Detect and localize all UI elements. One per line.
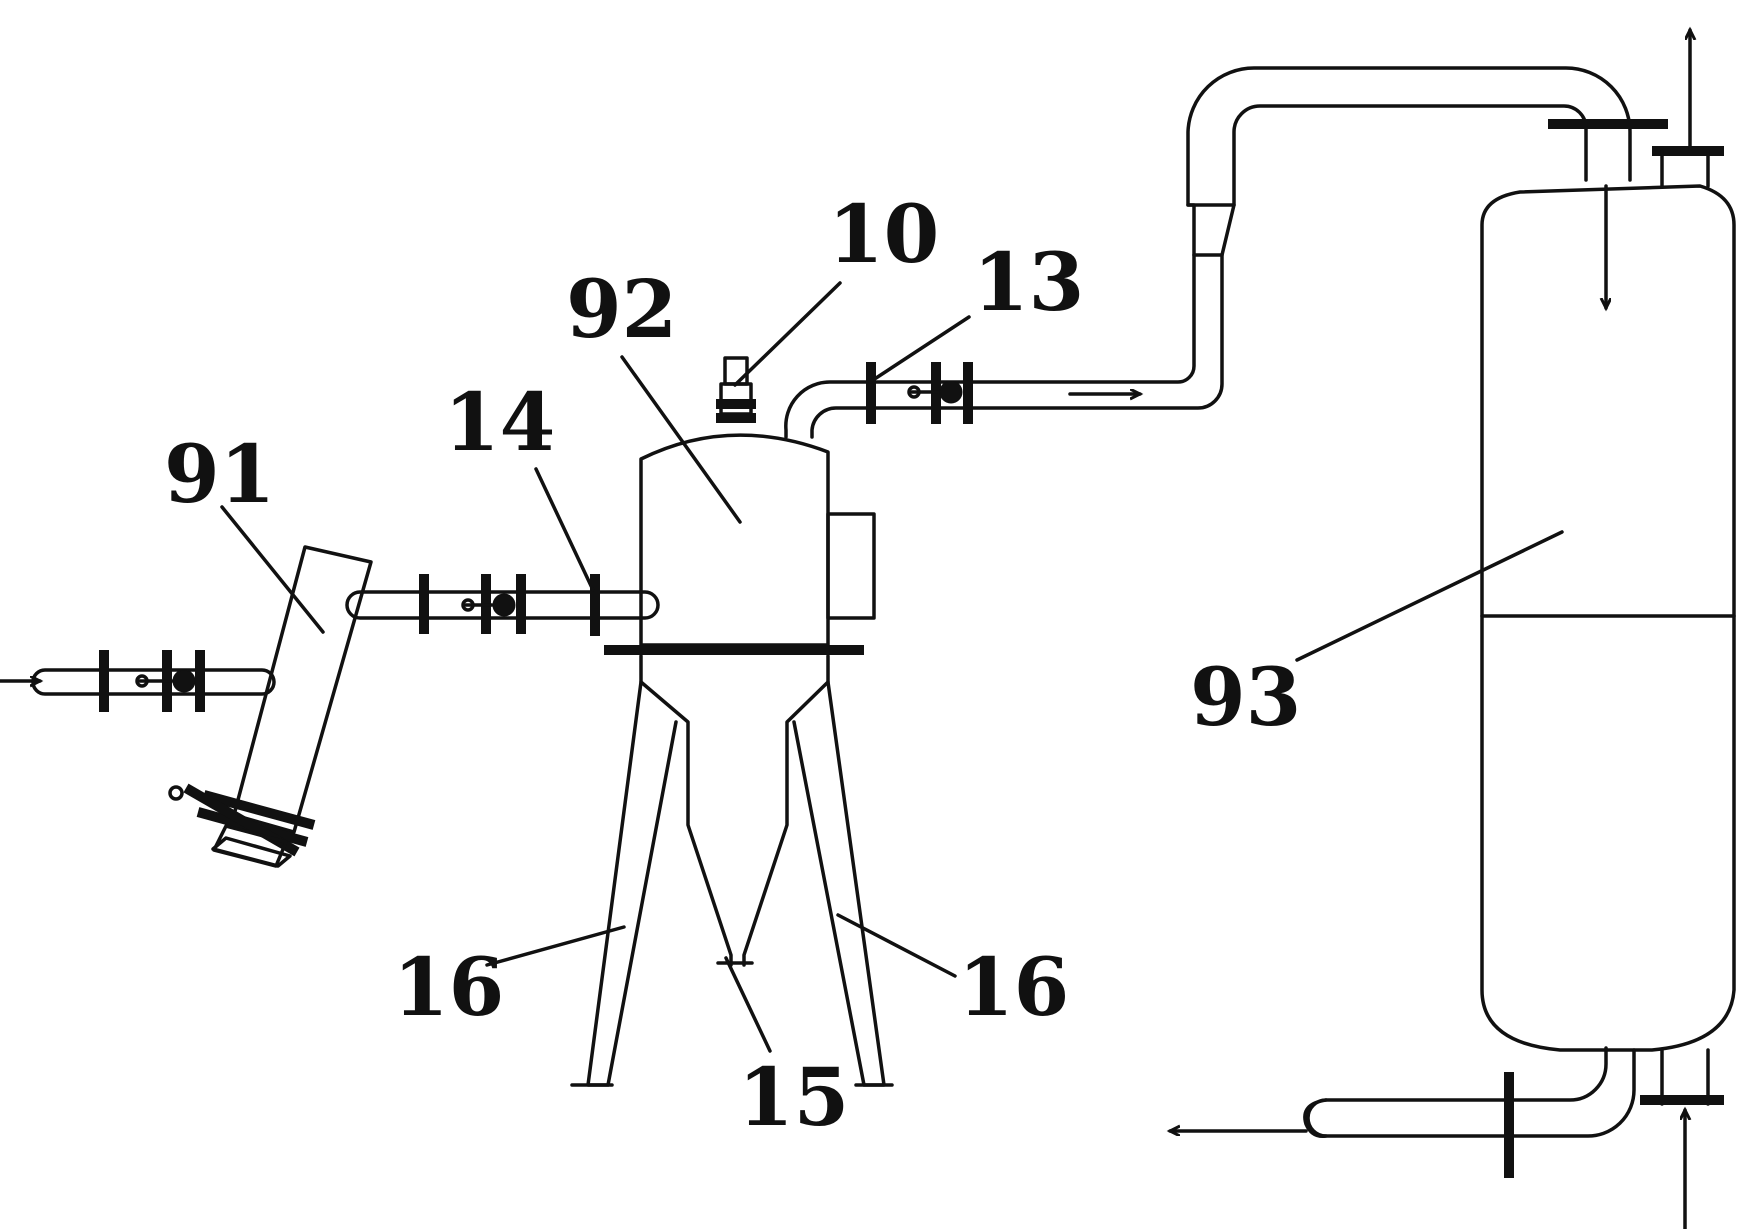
leader-lines: [220, 281, 1564, 1053]
label-13: 13: [973, 235, 1084, 329]
label-10: 10: [828, 187, 939, 281]
label-93: 93: [1190, 650, 1301, 744]
vapor-line-13: [784, 30, 1724, 439]
label-15: 15: [738, 1050, 849, 1144]
label-16-right: 16: [958, 940, 1069, 1034]
label-14: 14: [444, 375, 555, 469]
label-92: 92: [566, 262, 677, 356]
label-91: 91: [164, 427, 275, 521]
label-16-left: 16: [393, 940, 504, 1034]
reference-labels: 91 92 93 10 13 14 15 16 16: [164, 187, 1301, 1144]
inlet-pipe: [0, 650, 276, 712]
transfer-pipe-14: [345, 574, 660, 636]
vessel-93: [1480, 184, 1736, 1052]
vessel-91: [168, 545, 373, 868]
vessel-92: [570, 356, 894, 1087]
bottom-lines: [1170, 1046, 1724, 1229]
